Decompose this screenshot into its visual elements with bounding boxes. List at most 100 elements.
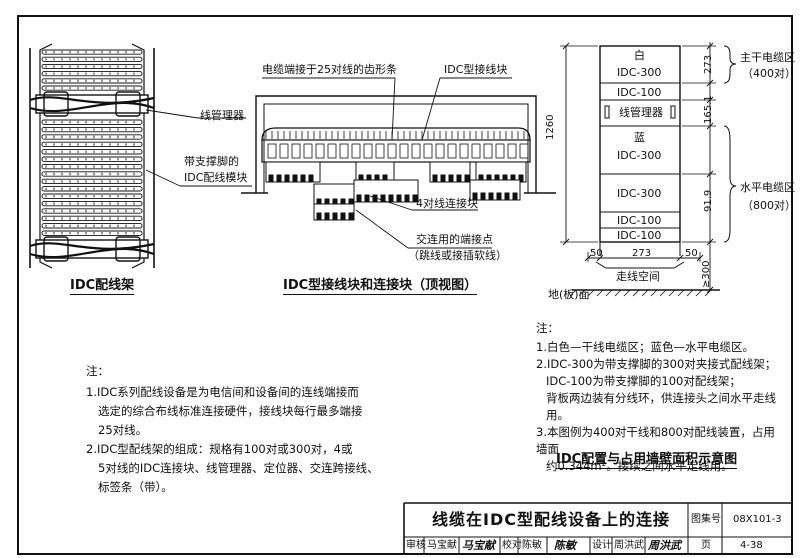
- label-idc-block: IDC型接线块: [444, 63, 508, 76]
- block-slot: [507, 143, 517, 159]
- block-slot: [267, 143, 277, 159]
- idc-module-row: [41, 149, 143, 155]
- label-walkway: 走线空间: [616, 270, 660, 283]
- block-slot: [495, 143, 505, 159]
- block-slot: [351, 143, 361, 159]
- idc-module-row: [41, 178, 143, 185]
- block-slot: [279, 143, 289, 159]
- dimension-tick: [706, 79, 714, 87]
- connection-pin: [300, 174, 306, 182]
- notes-left-heading: 注：: [86, 364, 109, 378]
- block-slot: [483, 143, 493, 159]
- connection-pin: [324, 212, 330, 220]
- dimension-tick: [706, 42, 714, 50]
- idc-module-row: [41, 63, 143, 70]
- connection-pin: [396, 194, 402, 202]
- label-white: 白: [634, 49, 645, 62]
- dimension-tick: [584, 254, 592, 262]
- connection-pin: [456, 174, 462, 182]
- notes-right-line: 3.本图例为400对干线和800对配线装置，占用墙面: [536, 425, 775, 456]
- dimension-tick: [596, 254, 604, 262]
- block-slot: [387, 143, 397, 159]
- label-idc300-c: IDC-300: [617, 187, 662, 200]
- dimension-tick: [706, 122, 714, 130]
- idc-module-row: [41, 208, 143, 214]
- connection-pin: [496, 192, 502, 200]
- label-floor: 地(板)面: [548, 288, 590, 301]
- caption-topview: IDC型接线块和连接块（顶视图）: [283, 278, 478, 295]
- floor-hatch-line: [695, 289, 703, 297]
- connection-pin: [308, 174, 314, 182]
- connection-pin: [268, 174, 274, 182]
- idc-module-row: [41, 156, 143, 162]
- dim-273-top: 273: [703, 54, 714, 74]
- floor-hatch-line: [668, 289, 676, 297]
- floor-hatch: [569, 289, 712, 297]
- label-wire-manager: 线管理器: [619, 106, 663, 119]
- callout-module-line1: 带支撑脚的: [184, 155, 239, 168]
- block-slot: [291, 143, 301, 159]
- label-blue: 蓝: [634, 131, 645, 144]
- label-cross-connect-line1: 交连用的端接点: [416, 233, 493, 246]
- idc-module-row: [41, 85, 143, 91]
- idc-module-rows: [41, 49, 143, 236]
- idc-module-row: [41, 193, 143, 199]
- connection-pin: [380, 194, 386, 202]
- connection-pin: [292, 174, 298, 182]
- connection-pin: [480, 192, 486, 200]
- dimension-tick: [562, 42, 570, 50]
- floor-hatch-line: [623, 289, 631, 297]
- caption-wall-layout: IDC配置与占用墙壁面积示意图: [556, 452, 738, 469]
- atlas-number: 08X101-3: [733, 514, 782, 525]
- designer-name: 周洪武: [614, 540, 644, 551]
- connection-pin: [348, 212, 354, 220]
- title-block: [403, 502, 792, 554]
- dimension-tick: [696, 254, 704, 262]
- block-slot: [423, 143, 433, 159]
- reviewer-name: 马宝献: [427, 540, 457, 551]
- notes-left: 注： 1.IDC系列配线设备是为电信间和设备间的连线端接而 选定的综合布线标准连…: [86, 362, 386, 497]
- idc-module-row: [41, 215, 143, 222]
- floor-hatch-line: [605, 289, 613, 297]
- block-slot: [363, 143, 373, 159]
- block-slot: [315, 143, 325, 159]
- connection-blocks: [265, 161, 527, 221]
- label-idc300-a: IDC-300: [617, 66, 662, 79]
- floor-hatch-line: [632, 289, 640, 297]
- floor-hatch-line: [569, 289, 577, 297]
- dimension-tick: [706, 238, 714, 246]
- notes-right-heading: 注：: [536, 321, 559, 335]
- dimension-tick: [562, 238, 570, 246]
- block-slot: [411, 143, 421, 159]
- connection-pin: [518, 174, 524, 182]
- idc-module-row: [41, 223, 143, 229]
- connection-pin: [440, 174, 446, 182]
- notes-left-line: 25对线。: [98, 423, 148, 437]
- idc-module-row: [41, 230, 143, 236]
- label-idc300-b: IDC-300: [617, 149, 662, 162]
- drawing-title: 线缆在IDC型配线设备上的连接: [432, 510, 670, 529]
- callout-module-line2: IDC配线模块: [184, 171, 248, 184]
- connection-pin: [504, 192, 510, 200]
- idc-module-row: [41, 163, 143, 170]
- page-number: 4-38: [740, 540, 763, 551]
- checker-name: 陈敏: [522, 540, 542, 551]
- connection-pin: [412, 194, 418, 202]
- floor-hatch-line: [659, 289, 667, 297]
- page-label: 页: [701, 540, 711, 551]
- center-leaders: [262, 77, 512, 249]
- connection-pin: [448, 174, 454, 182]
- block-slot: [447, 143, 457, 159]
- floor-hatch-line: [704, 289, 712, 297]
- reviewer-signature: 马宝献: [462, 539, 495, 552]
- block-slot: [519, 143, 529, 159]
- connection-pin: [284, 174, 290, 182]
- label-cross-connect-line2: （跳线或接插软线）: [408, 249, 507, 262]
- block-slot: [459, 143, 469, 159]
- idc-frame-drawing: [29, 43, 155, 269]
- label-comb-strip: 电缆端接于25对线的齿形条: [262, 63, 397, 76]
- notes-right-line: 1.白色—干线电缆区；蓝色—水平电缆区。: [536, 340, 754, 354]
- notes-right-line: 2.IDC-300为带支撑脚的300对夹接式配线架；: [536, 357, 777, 371]
